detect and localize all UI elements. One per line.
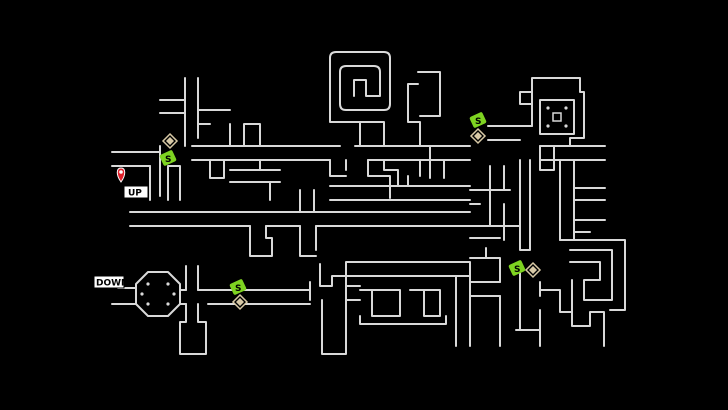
corridor-walls (111, 51, 626, 355)
stairs-down-sign-icon[interactable]: DOWN (93, 275, 129, 289)
item-crystal-icon[interactable] (469, 127, 487, 145)
item-crystal-icon[interactable] (524, 261, 542, 279)
stairs-up-sign-icon[interactable]: UP (123, 185, 149, 199)
octagon-room-dots (140, 282, 176, 306)
stairs-up-label: UP (128, 189, 142, 199)
save-point-icon[interactable]: S (469, 112, 487, 129)
stairs-down-label: DOWN (96, 279, 129, 289)
svg-text:S: S (235, 284, 241, 294)
altar-room-dots (546, 106, 568, 128)
map-pin-icon (116, 167, 126, 183)
item-crystal-icon[interactable] (231, 293, 249, 311)
svg-text:S: S (514, 265, 520, 275)
save-point-icon[interactable]: S (508, 260, 526, 277)
save-point-icon[interactable]: S (229, 279, 247, 296)
svg-text:S: S (165, 155, 171, 165)
save-point-icon[interactable] (161, 132, 179, 150)
svg-text:S: S (475, 117, 481, 127)
save-point-icon[interactable]: S (159, 150, 177, 167)
